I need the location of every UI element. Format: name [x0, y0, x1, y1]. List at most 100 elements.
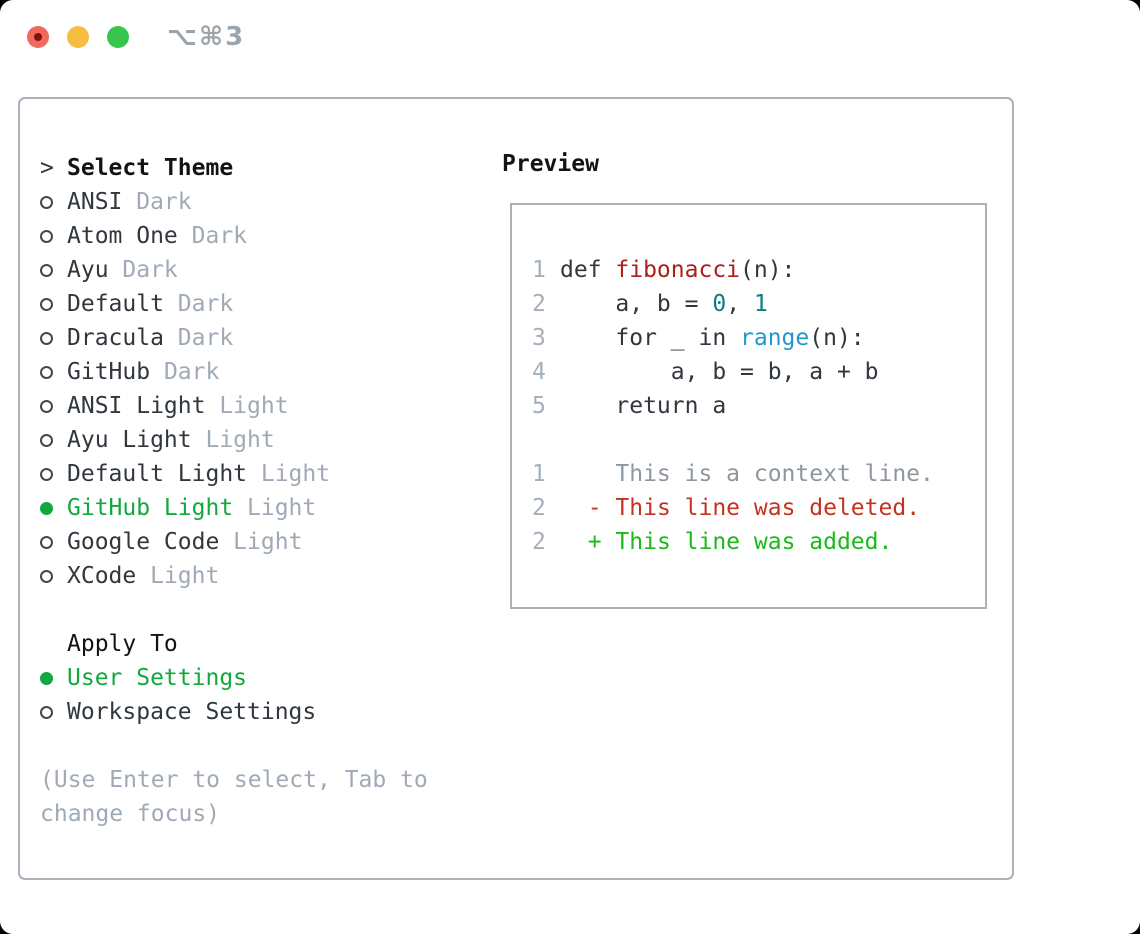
code-token: (n): — [740, 257, 796, 283]
radio-selected-icon — [40, 501, 67, 515]
preview-code-line: 5 return a — [532, 389, 985, 423]
radio-icon — [40, 569, 67, 583]
option-label: Default — [67, 291, 164, 317]
line-number: 1 — [532, 257, 546, 283]
option-label: Atom One — [67, 223, 178, 249]
option-variant-label: Light — [233, 495, 317, 521]
radio-icon — [40, 705, 67, 719]
radio-selected-icon — [40, 671, 67, 685]
theme-option-ayu[interactable]: Ayu Dark — [40, 253, 480, 287]
option-label: User Settings — [67, 665, 248, 691]
theme-option-github[interactable]: GitHub Dark — [40, 355, 480, 389]
code-token — [560, 529, 588, 555]
preview-code-line: 2 a, b = 0, 1 — [532, 287, 985, 321]
code-token: , — [726, 291, 754, 317]
option-variant-label: Dark — [150, 359, 220, 385]
code-token-fn: fibonacci — [615, 257, 741, 283]
radio-icon — [40, 467, 67, 481]
option-label: Default Light — [67, 461, 248, 487]
preview-label: Preview — [502, 151, 599, 177]
prompt-caret-icon: > — [40, 155, 54, 181]
radio-circle — [40, 331, 53, 345]
theme-option-atom-one[interactable]: Atom One Dark — [40, 219, 480, 253]
option-label: Ayu — [67, 257, 109, 283]
option-variant-label: Light — [205, 393, 289, 419]
close-button[interactable] — [27, 26, 49, 48]
apply-to-header-row: Apply To — [40, 627, 480, 661]
theme-option-default[interactable]: Default Dark — [40, 287, 480, 321]
theme-option-ansi-light[interactable]: ANSI Light Light — [40, 389, 480, 423]
option-variant-label: Dark — [108, 257, 178, 283]
line-number: 2 — [532, 495, 546, 521]
option-label: Dracula — [67, 325, 164, 351]
radio-circle — [40, 705, 53, 719]
preview-code-line: 4 a, b = b, a + b — [532, 355, 985, 389]
option-variant-label: Dark — [163, 291, 234, 317]
radio-circle — [40, 467, 53, 481]
option-variant-label: Light — [247, 461, 331, 487]
blank-line — [532, 423, 985, 457]
code-token: def — [560, 257, 616, 283]
radio-circle — [40, 263, 53, 277]
option-label: XCode — [67, 563, 137, 589]
theme-option-dracula[interactable]: Dracula Dark — [40, 321, 480, 355]
option-variant-label: Light — [219, 529, 303, 555]
preview-diff-line: 2 - This line was deleted. — [532, 491, 985, 525]
close-dot-icon — [34, 33, 42, 41]
line-number: 1 — [532, 461, 546, 487]
option-label: Google Code — [67, 529, 220, 555]
code-token-del: - This line was deleted. — [587, 495, 921, 521]
line-number: 3 — [532, 325, 546, 351]
code-token: a, b = — [560, 291, 713, 317]
apply-option-workspace-settings[interactable]: Workspace Settings — [40, 695, 480, 729]
titlebar: ⌥⌘3 — [0, 0, 1140, 70]
code-token: a, b = b, a + b — [560, 359, 879, 385]
code-token — [560, 495, 588, 521]
preview-code-line: 1 def fibonacci(n): — [532, 253, 985, 287]
option-label: Workspace Settings — [67, 699, 317, 725]
preview-diff-line: 1 This is a context line. — [532, 457, 985, 491]
preview-code-line: 3 for _ in range(n): — [532, 321, 985, 355]
theme-option-xcode[interactable]: XCode Light — [40, 559, 480, 593]
radio-icon — [40, 331, 67, 345]
theme-option-github-light[interactable]: GitHub Light Light — [40, 491, 480, 525]
radio-circle — [40, 535, 53, 549]
radio-circle — [40, 195, 53, 209]
preview-diff-line: 2 + This line was added. — [532, 525, 985, 559]
option-label: ANSI Light — [67, 393, 206, 419]
zoom-button[interactable] — [107, 26, 129, 48]
code-token-num: 1 — [753, 291, 768, 317]
radio-icon — [40, 399, 67, 413]
code-token-call: range — [740, 325, 810, 351]
radio-icon — [40, 297, 67, 311]
hint-text: (Use Enter to select, Tab to change focu… — [40, 767, 428, 827]
radio-circle — [40, 399, 53, 413]
radio-circle — [40, 433, 53, 447]
option-label: ANSI — [67, 189, 123, 215]
theme-option-google-code[interactable]: Google Code Light — [40, 525, 480, 559]
code-token-add: + This line was added. — [587, 529, 893, 555]
radio-icon — [40, 195, 67, 209]
apply-option-user-settings[interactable]: User Settings — [40, 661, 480, 695]
minimize-button[interactable] — [67, 26, 89, 48]
radio-icon — [40, 229, 67, 243]
option-label: GitHub Light — [67, 495, 234, 521]
option-variant-label: Light — [136, 563, 220, 589]
line-number: 4 — [532, 359, 546, 385]
line-number: 5 — [532, 393, 546, 419]
radio-circle — [40, 365, 53, 379]
option-label: GitHub — [67, 359, 151, 385]
select-theme-header-row: > Select Theme — [40, 151, 480, 185]
radio-icon — [40, 433, 67, 447]
option-label: Ayu Light — [67, 427, 192, 453]
theme-option-default-light[interactable]: Default Light Light — [40, 457, 480, 491]
radio-circle — [40, 297, 53, 311]
theme-option-ansi[interactable]: ANSI Dark — [40, 185, 480, 219]
theme-option-ayu-light[interactable]: Ayu Light Light — [40, 423, 480, 457]
